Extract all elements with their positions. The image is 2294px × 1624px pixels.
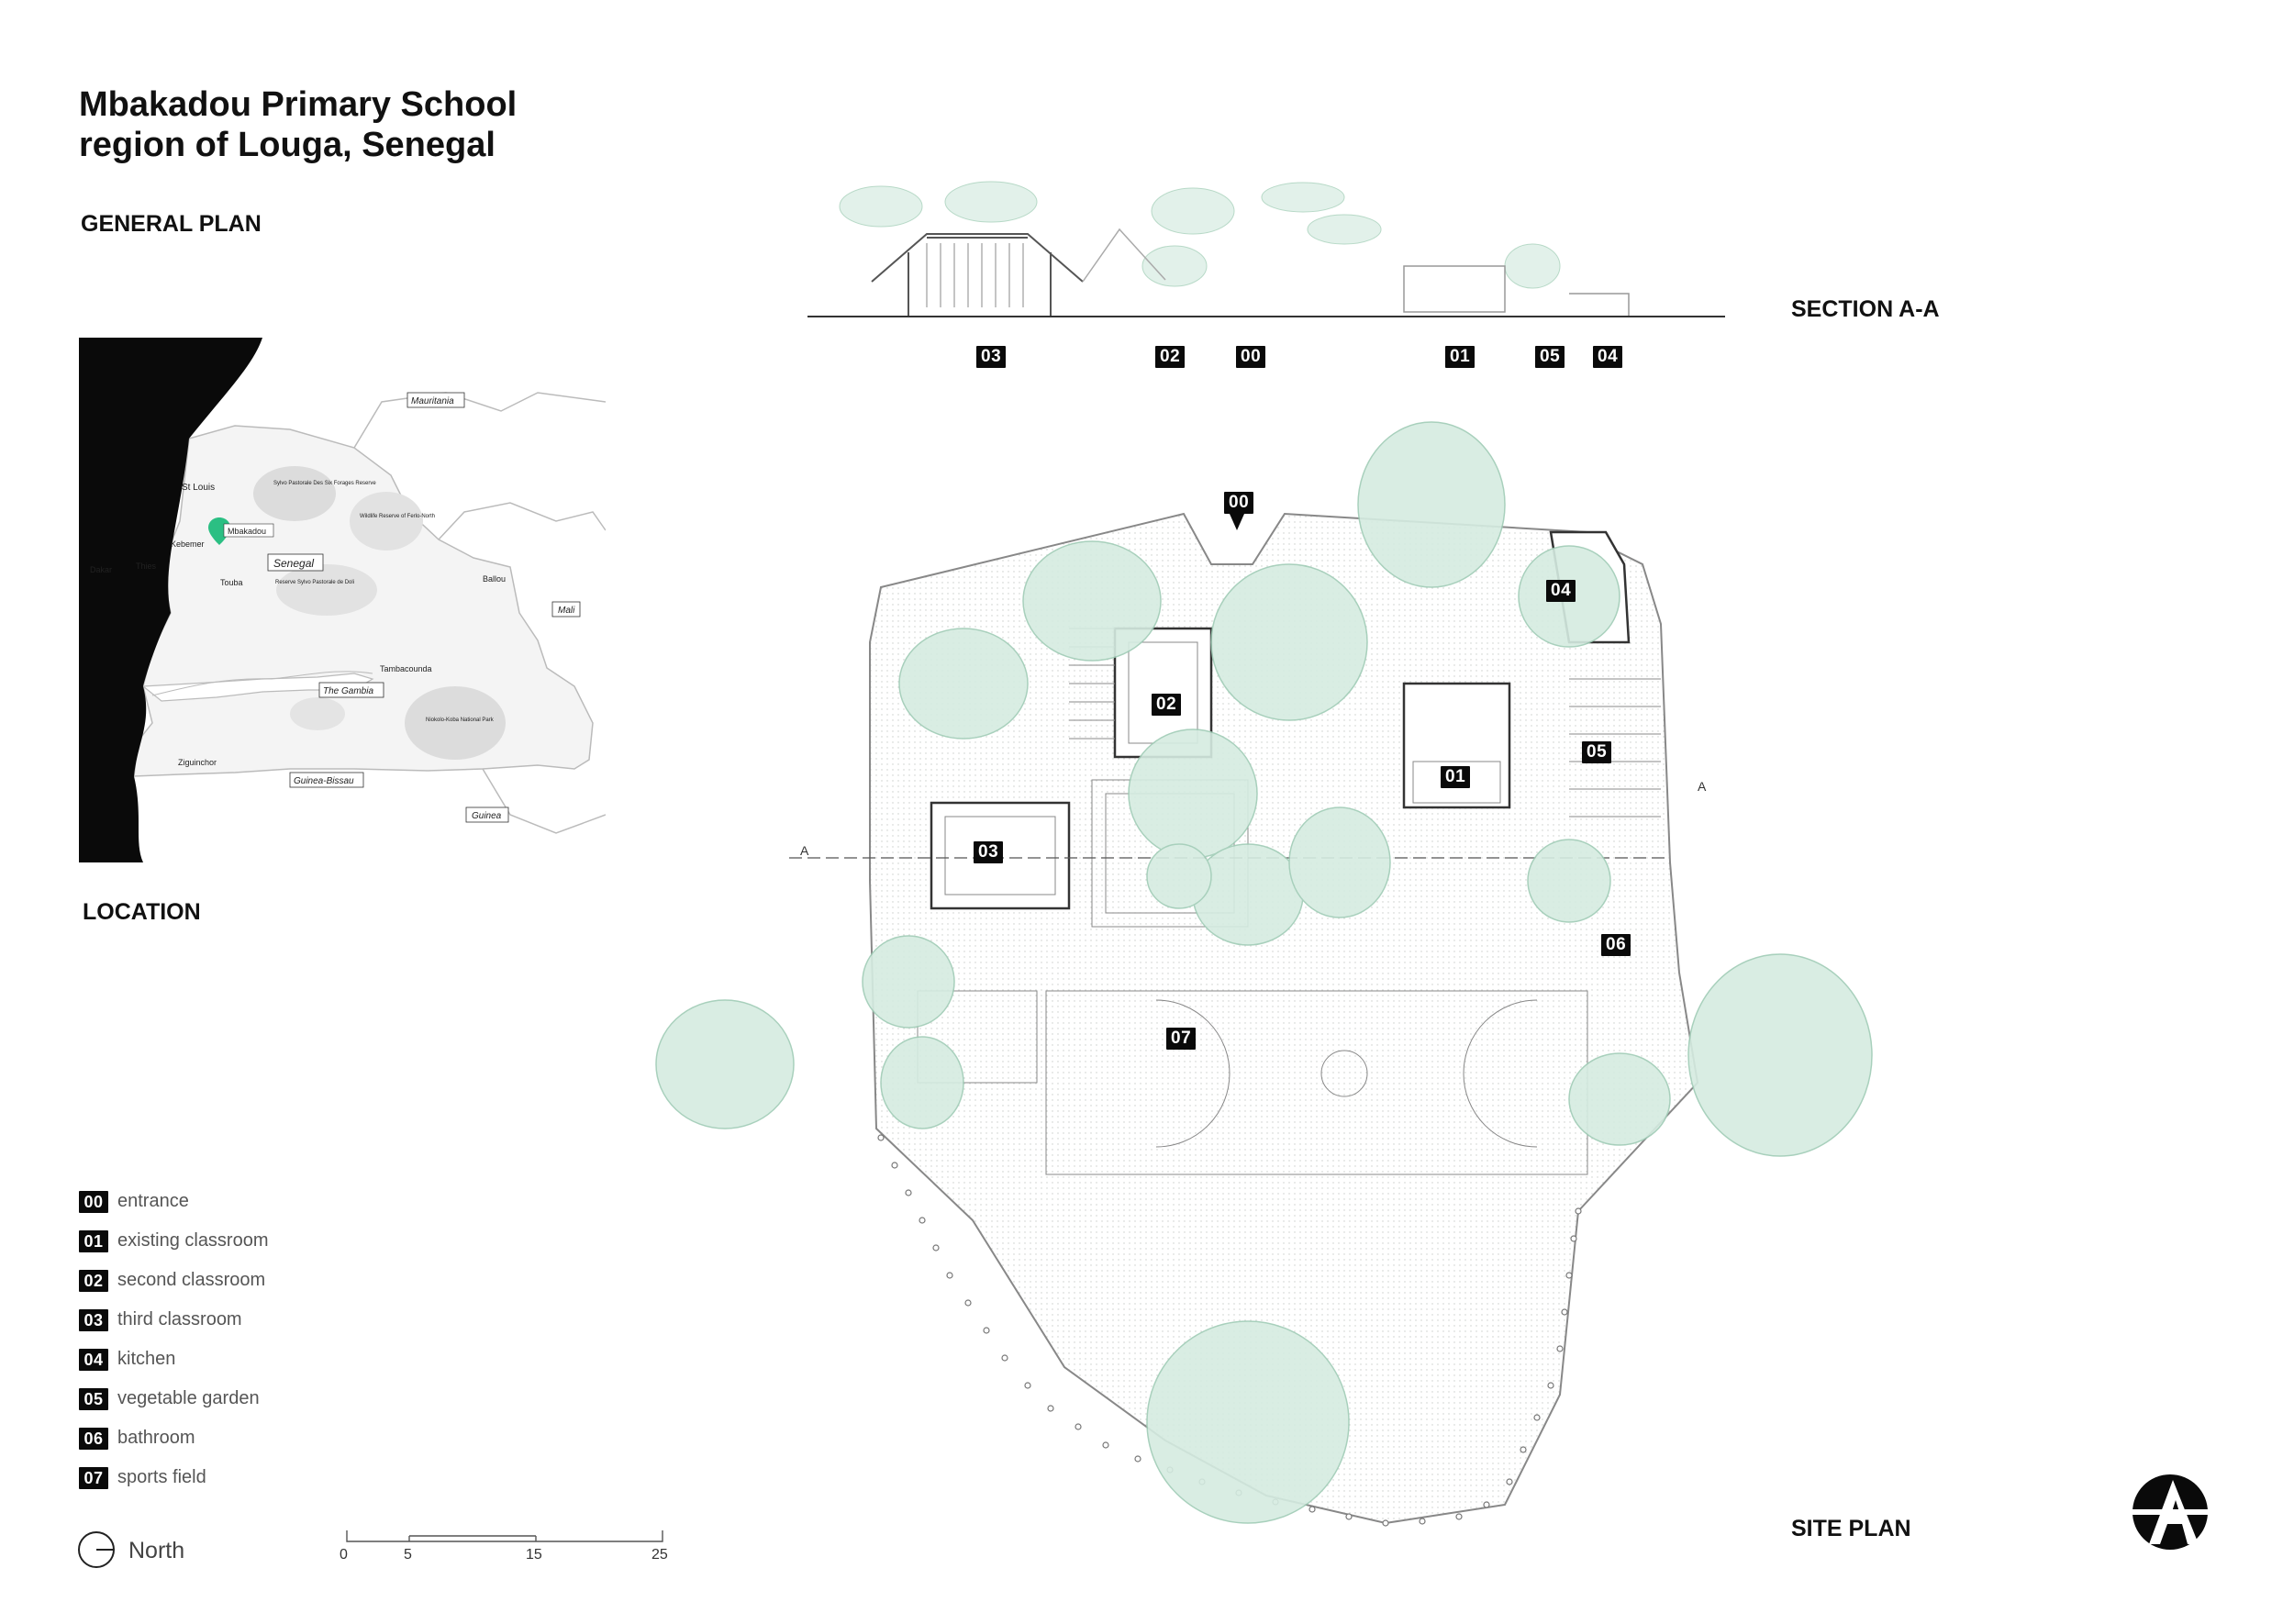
site-plan-heading: SITE PLAN	[1791, 1516, 1911, 1541]
map-label-guinea: Guinea	[472, 811, 502, 821]
map-label-st-louis: St Louis	[182, 483, 215, 493]
map-label-dakar: Dakar	[90, 565, 112, 574]
scale-tick-0: 0	[340, 1547, 348, 1563]
map-label-reserve2: Wildlife Reserve of Ferlo-North	[360, 514, 435, 519]
scale-tick-5: 5	[404, 1547, 412, 1563]
scale-tick-25: 25	[651, 1547, 668, 1563]
general-plan-heading: GENERAL PLAN	[81, 211, 262, 237]
section-drawing	[807, 181, 1725, 317]
map-label-mauritania: Mauritania	[411, 396, 454, 406]
project-title: Mbakadou Primary School region of Louga,…	[79, 84, 517, 165]
plan-tag-00: 00	[1224, 492, 1254, 514]
title-line-2: region of Louga, Senegal	[79, 126, 496, 164]
entrance-arrow-icon	[1230, 514, 1244, 530]
scale-bar	[346, 1530, 663, 1542]
section-tag-01: 01	[1445, 346, 1476, 368]
plan-tag-06: 06	[1601, 934, 1631, 956]
map-label-mali: Mali	[558, 606, 575, 616]
map-label-touba: Touba	[220, 578, 243, 587]
plan-tag-07: 07	[1166, 1028, 1197, 1050]
section-heading: SECTION A-A	[1791, 296, 1940, 322]
map-label-thies: Thies	[136, 562, 157, 571]
section-tag-02: 02	[1155, 346, 1186, 368]
map-label-mbakadou: Mbakadou	[228, 527, 266, 536]
section-marker-left: A	[800, 843, 809, 858]
plan-tag-05: 05	[1582, 741, 1612, 763]
map-label-ballou: Ballou	[483, 574, 506, 584]
location-heading: LOCATION	[83, 899, 201, 925]
map-label-reserve1: Sylvo Pastorale Des Six Forages Reserve	[273, 481, 376, 486]
map-label-kebemer: Kebemer	[171, 539, 205, 549]
map-label-gambia: The Gambia	[323, 686, 373, 696]
section-tag-03: 03	[976, 346, 1007, 368]
site-plan-drawing: A A	[655, 421, 1873, 1527]
section-marker-right: A	[1698, 779, 1707, 794]
section-tag-05: 05	[1535, 346, 1565, 368]
location-map: Mauritania Mali Senegal The Gambia Guine…	[79, 338, 606, 862]
map-label-reserve3: Reserve Sylvo Pastorale de Doli	[275, 580, 354, 585]
map-label-ziguinchor: Ziguinchor	[178, 758, 217, 767]
plan-tag-04: 04	[1546, 580, 1576, 602]
scale-tick-15: 15	[526, 1547, 542, 1563]
map-label-tambacounda: Tambacounda	[380, 664, 432, 673]
north-arrow-icon	[78, 1531, 115, 1568]
section-tag-04: 04	[1593, 346, 1623, 368]
studio-logo-icon	[2131, 1474, 2210, 1550]
plan-tag-01: 01	[1441, 766, 1471, 788]
map-label-park: Niokolo-Koba National Park	[426, 717, 495, 723]
section-tag-00: 00	[1236, 346, 1266, 368]
title-line-1: Mbakadou Primary School	[79, 85, 518, 124]
map-label-guinea-bissau: Guinea-Bissau	[294, 776, 354, 786]
north-label: North	[128, 1538, 185, 1563]
map-label-senegal: Senegal	[273, 557, 314, 570]
plan-tag-03: 03	[974, 841, 1004, 863]
plan-tag-02: 02	[1152, 694, 1182, 716]
